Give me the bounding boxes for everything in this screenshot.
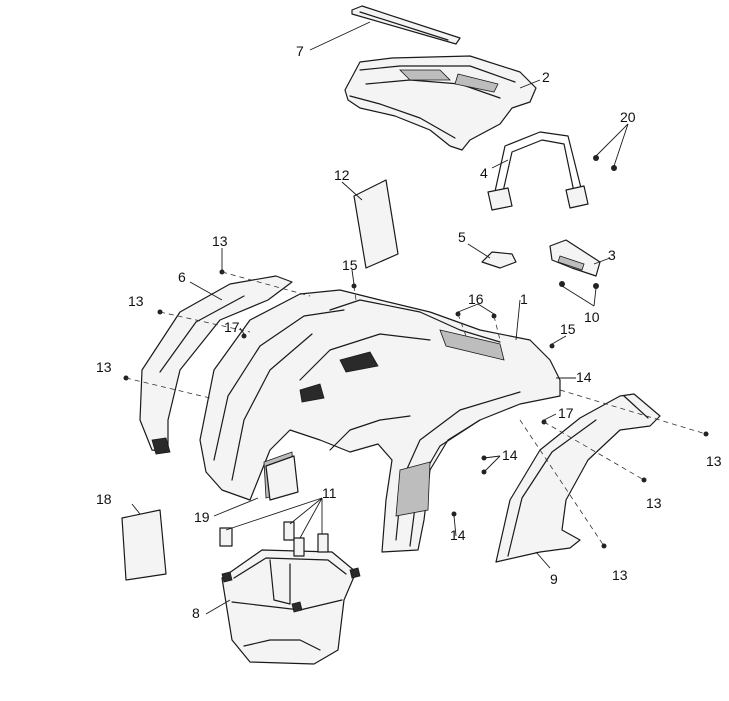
part-6-left-fender-flare: [139, 275, 293, 455]
callout-18: 18: [96, 491, 112, 507]
part-11-bolts: [219, 521, 329, 557]
callout-13-top: 13: [212, 233, 228, 249]
part-1-rear-fender-body: [199, 289, 561, 553]
callout-14-middle: 14: [502, 447, 518, 463]
callout-16: 16: [468, 291, 484, 307]
callout-10: 10: [584, 309, 600, 325]
callout-3: 3: [608, 247, 616, 263]
callout-13-right: 13: [706, 453, 722, 469]
part-8-storage-box: [221, 549, 361, 665]
callout-13-left: 13: [128, 293, 144, 309]
part-7-strip: [351, 5, 461, 45]
callout-1: 1: [520, 291, 528, 307]
part-19-panel: [265, 455, 299, 501]
callout-7: 7: [296, 43, 304, 59]
callout-6: 6: [178, 269, 186, 285]
callout-8: 8: [192, 605, 200, 621]
callout-11: 11: [322, 485, 337, 501]
part-12-panel: [353, 179, 399, 269]
callout-15-left: 15: [342, 257, 358, 273]
callout-13-bottom: 13: [612, 567, 628, 583]
part-20-screws: [593, 155, 617, 171]
callout-14-upper: 14: [576, 369, 592, 385]
callout-17-left: 17: [224, 319, 240, 335]
callout-19: 19: [194, 509, 210, 525]
part-2-rear-rack-panel: [344, 55, 537, 151]
callout-labels: 7 2 20 4 12 5 3 13 6 15 13 16 1 10 17 15…: [96, 43, 722, 621]
callout-14-lower: 14: [450, 527, 466, 543]
callout-2: 2: [542, 69, 550, 85]
part-10-fasteners: [559, 281, 599, 289]
part-3-bracket: [549, 239, 601, 277]
part-5-small-cover: [481, 251, 517, 269]
callout-15-right: 15: [560, 321, 576, 337]
callout-12: 12: [334, 167, 350, 183]
part-9-right-fender-flare: [495, 393, 661, 563]
alignment-lines: [125, 271, 707, 547]
callout-9: 9: [550, 571, 558, 587]
callout-17-right: 17: [558, 405, 574, 421]
part-4-handle: [487, 131, 589, 211]
callout-13-mid-right: 13: [646, 495, 662, 511]
callout-13-leftmost: 13: [96, 359, 112, 375]
part-18-panel: [121, 509, 167, 581]
callout-5: 5: [458, 229, 466, 245]
callout-4: 4: [480, 165, 488, 181]
leader-lines: [131, 21, 629, 615]
callout-20: 20: [620, 109, 636, 125]
